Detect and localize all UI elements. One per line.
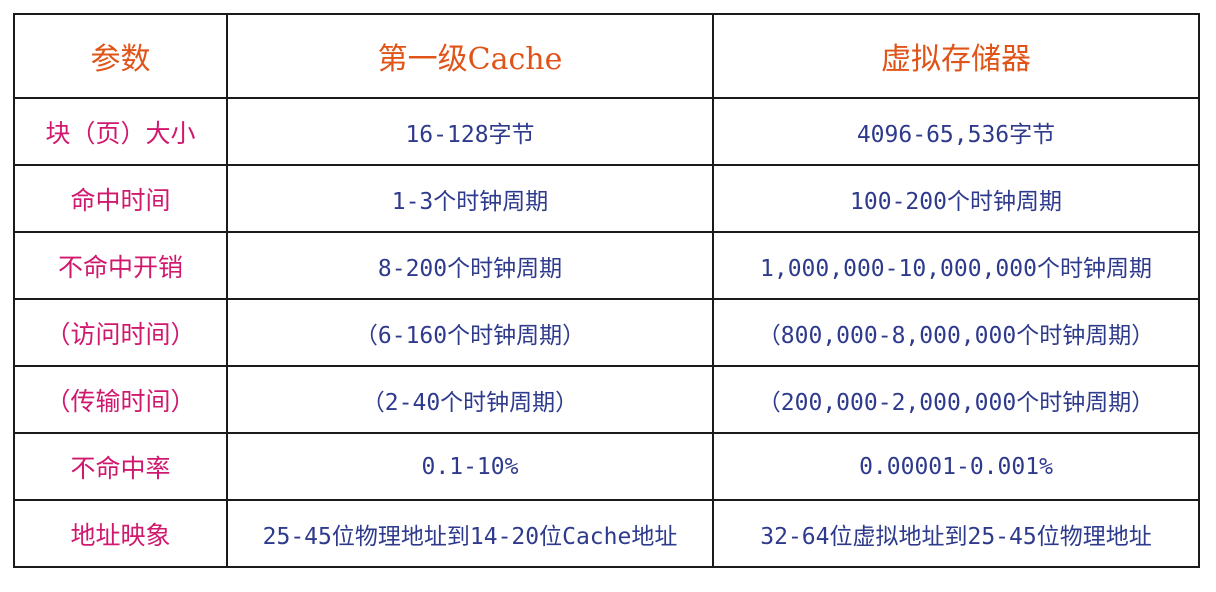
table-row: 不命中开销 8-200个时钟周期 1,000,000-10,000,000个时钟… bbox=[13, 231, 1200, 300]
vm-value-cell: 1,000,000-10,000,000个时钟周期 bbox=[712, 231, 1200, 300]
cache-value-cell: 8-200个时钟周期 bbox=[226, 231, 714, 300]
table-row: 块（页）大小 16-128字节 4096-65,536字节 bbox=[13, 97, 1200, 166]
header-param: 参数 bbox=[13, 13, 228, 99]
param-cell: 地址映象 bbox=[13, 499, 228, 568]
cache-value-cell: 1-3个时钟周期 bbox=[226, 164, 714, 233]
param-cell: （访问时间） bbox=[13, 298, 228, 367]
cache-value-cell: 25-45位物理地址到14-20位Cache地址 bbox=[226, 499, 714, 568]
table-row: 命中时间 1-3个时钟周期 100-200个时钟周期 bbox=[13, 164, 1200, 233]
header-cache: 第一级Cache bbox=[226, 13, 714, 99]
param-cell: 命中时间 bbox=[13, 164, 228, 233]
vm-value-cell: （200,000-2,000,000个时钟周期） bbox=[712, 365, 1200, 434]
param-cell: 不命中开销 bbox=[13, 231, 228, 300]
cache-value-cell: 16-128字节 bbox=[226, 97, 714, 166]
vm-value-cell: （800,000-8,000,000个时钟周期） bbox=[712, 298, 1200, 367]
table-row: 地址映象 25-45位物理地址到14-20位Cache地址 32-64位虚拟地址… bbox=[13, 499, 1200, 568]
table-row: （访问时间） （6-160个时钟周期） （800,000-8,000,000个时… bbox=[13, 298, 1200, 367]
vm-value-cell: 32-64位虚拟地址到25-45位物理地址 bbox=[712, 499, 1200, 568]
table-header-row: 参数 第一级Cache 虚拟存储器 bbox=[13, 13, 1200, 99]
param-cell: 块（页）大小 bbox=[13, 97, 228, 166]
vm-value-cell: 0.00001-0.001% bbox=[712, 432, 1200, 501]
vm-value-cell: 4096-65,536字节 bbox=[712, 97, 1200, 166]
table-row: （传输时间） （2-40个时钟周期） （200,000-2,000,000个时钟… bbox=[13, 365, 1200, 434]
param-cell: （传输时间） bbox=[13, 365, 228, 434]
param-cell: 不命中率 bbox=[13, 432, 228, 501]
cache-value-cell: （6-160个时钟周期） bbox=[226, 298, 714, 367]
table-row: 不命中率 0.1-10% 0.00001-0.001% bbox=[13, 432, 1200, 501]
cache-value-cell: 0.1-10% bbox=[226, 432, 714, 501]
header-virtual-memory: 虚拟存储器 bbox=[712, 13, 1200, 99]
vm-value-cell: 100-200个时钟周期 bbox=[712, 164, 1200, 233]
cache-value-cell: （2-40个时钟周期） bbox=[226, 365, 714, 434]
comparison-table: 参数 第一级Cache 虚拟存储器 块（页）大小 16-128字节 4096-6… bbox=[13, 13, 1200, 568]
